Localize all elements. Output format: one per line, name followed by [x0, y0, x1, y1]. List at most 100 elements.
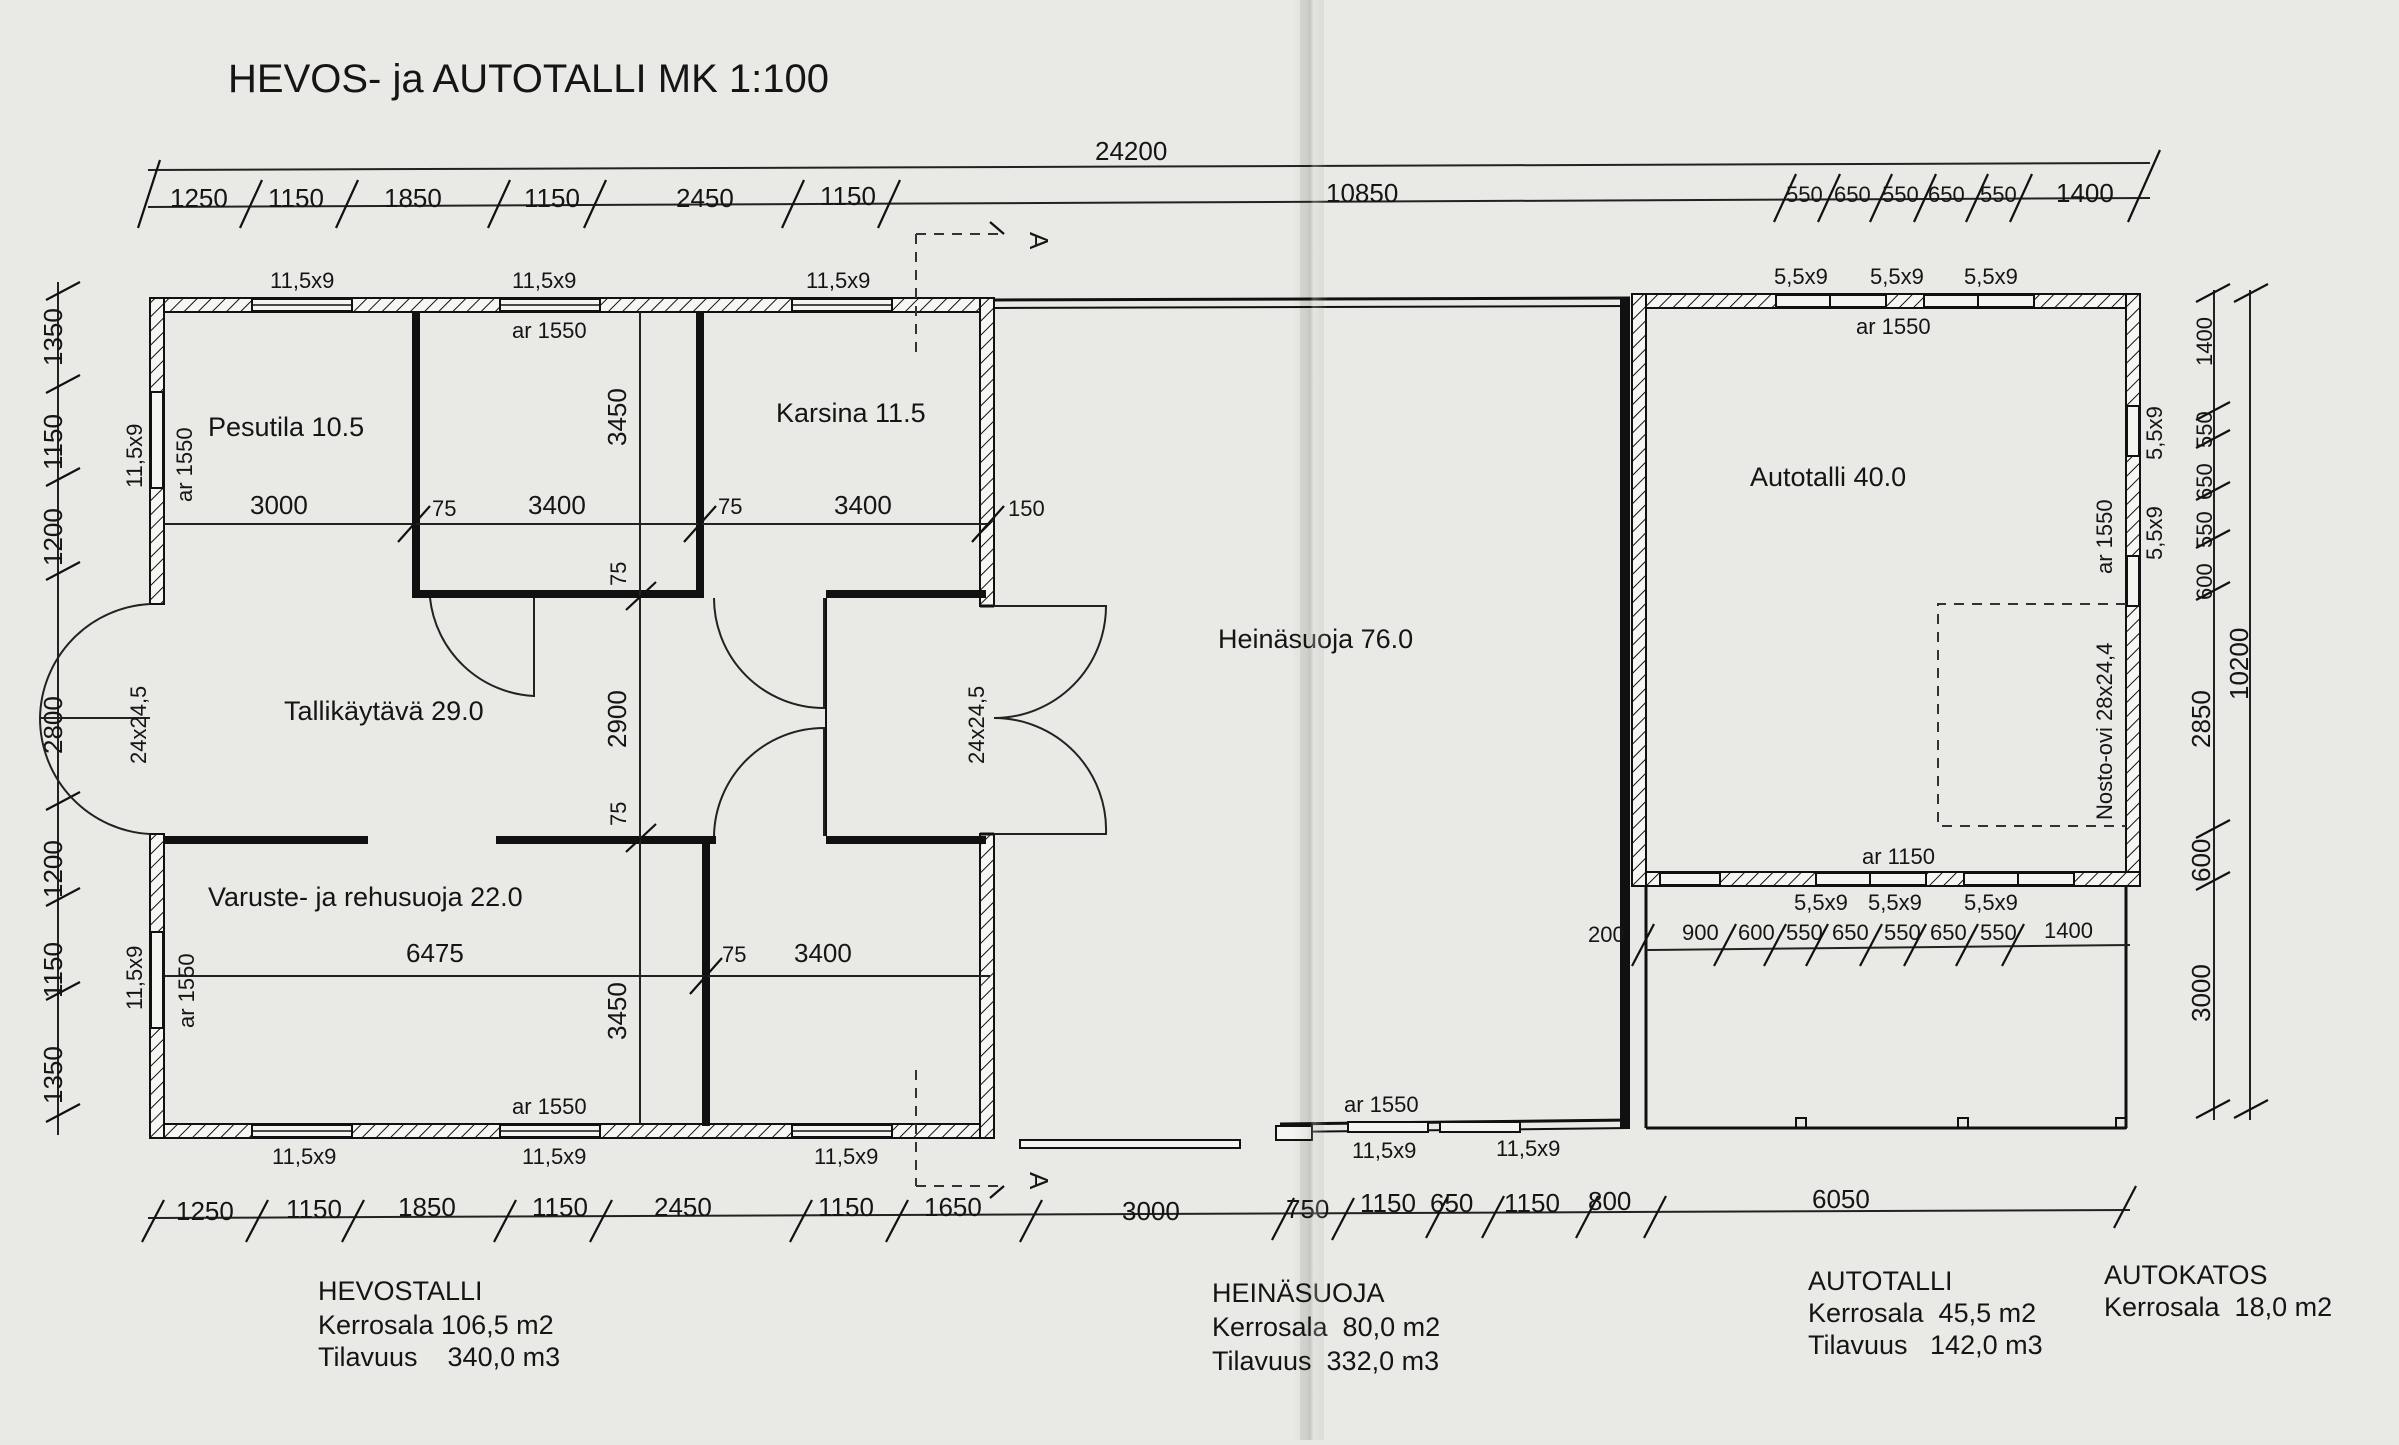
- window-label-bot-1: 11,5x9: [272, 1144, 336, 1169]
- dim-bot-7: 1650: [924, 1192, 982, 1222]
- dim-inner-650b: 650: [1930, 920, 1967, 945]
- door-label-left: 24x24,5: [126, 686, 151, 764]
- dim-inner-550c: 550: [1980, 920, 2017, 945]
- window-label-top-3: 11,5x9: [806, 268, 870, 293]
- dim-left-5: 1200: [38, 840, 68, 898]
- dim-inner-3400a: 3400: [528, 490, 586, 520]
- garage-walls: [1631, 293, 2141, 1130]
- dim-inner-3400b: 3400: [834, 490, 892, 520]
- dim-bot-3: 1850: [398, 1192, 456, 1222]
- dim-bot-4: 1150: [532, 1192, 588, 1222]
- dim-inner-2900: 2900: [602, 690, 632, 748]
- dim-total-width: 24200: [1095, 136, 1167, 166]
- door-labels: 24x24,5 24x24,5 Nosto-ovi 28x24,4: [126, 643, 2117, 820]
- ar-label-3: ar 1550: [174, 953, 199, 1028]
- summary-autokatos-area: Kerrosala 18,0 m2: [2104, 1292, 2332, 1322]
- dim-inner-6475: 6475: [406, 938, 464, 968]
- dim-bot-12: 1150: [1504, 1188, 1560, 1218]
- dim-bot-1: 1250: [176, 1196, 234, 1226]
- dim-inner-3400c: 3400: [794, 938, 852, 968]
- summary-autokatos-name: AUTOKATOS: [2104, 1260, 2268, 1290]
- paper-fold: [1300, 0, 1324, 1440]
- inner-dimensions: 3000 75 3400 75 3400 150 6475 75 3400 34…: [164, 312, 2131, 1124]
- dim-inner-3450b: 3450: [602, 982, 632, 1040]
- ar-labels: ar 1550 ar 1550 ar 1550 ar 1550 ar 1550 …: [172, 314, 2117, 1119]
- dim-inner-75a: 75: [432, 496, 456, 521]
- window-label-bot-3: 11,5x9: [814, 1144, 878, 1169]
- window-label-left-1: 11,5x9: [122, 424, 147, 488]
- window-label-bot-2: 11,5x9: [522, 1144, 586, 1169]
- ar-label-5: ar 1550: [1344, 1092, 1419, 1117]
- hay-shelter-walls: [993, 296, 1631, 1149]
- summary-hevostalli-area: Kerrosala 106,5 m2: [318, 1310, 554, 1340]
- dim-top-mid: 10850: [1326, 178, 1398, 208]
- dim-top-6: 1150: [820, 181, 876, 211]
- door-label-right: 24x24,5: [964, 686, 989, 764]
- dim-top-3: 1850: [384, 183, 442, 213]
- dim-inner-3450a: 3450: [602, 388, 632, 446]
- summary-autotalli-volume: Tilavuus 142,0 m3: [1808, 1330, 2043, 1360]
- dim-left-3: 1200: [38, 508, 68, 566]
- dim-inner-3000: 3000: [250, 490, 308, 520]
- summary-autotalli-name: AUTOTALLI: [1808, 1266, 1953, 1296]
- summary-autotalli-area: Kerrosala 45,5 m2: [1808, 1298, 2036, 1328]
- summary-hevostalli-volume: Tilavuus 340,0 m3: [318, 1342, 560, 1372]
- room-labels: Pesutila 10.5 Karsina 11.5 Tallikäytävä …: [208, 398, 1906, 912]
- section-a-top: A: [1024, 232, 1054, 250]
- summary-heinasuoja: HEINÄSUOJA Kerrosala 80,0 m2 Tilavuus 33…: [1212, 1278, 1440, 1376]
- summary-hevostalli: HEVOSTALLI Kerrosala 106,5 m2 Tilavuus 3…: [318, 1276, 560, 1372]
- dim-inner-600: 600: [1738, 920, 1775, 945]
- dim-right-8: 550: [2192, 411, 2217, 448]
- ar-label-4: ar 1550: [512, 1094, 587, 1119]
- dim-bot-2: 1150: [286, 1194, 342, 1224]
- dim-top-5: 2450: [676, 183, 734, 213]
- garage-window-bot-3: 5,5x9: [1964, 890, 2018, 915]
- section-a-bottom: A: [1024, 1172, 1054, 1190]
- dim-top-g4: 650: [1928, 182, 1965, 207]
- bottom-dimensions: 1250 1150 1850 1150 2450 1150 1650 3000 …: [141, 1184, 2137, 1243]
- dim-inner-75b: 75: [718, 494, 742, 519]
- garage-window-top-2: 5,5x9: [1870, 264, 1924, 289]
- window-label-top-2: 11,5x9: [512, 268, 576, 293]
- dim-inner-75e: 75: [722, 942, 746, 967]
- dim-right-5: 2850: [2186, 690, 2216, 748]
- dim-bot-13: 800: [1588, 1186, 1631, 1216]
- garage-window-right-2: 5,5x9: [2142, 506, 2167, 560]
- ar-label-8: ar 1150: [1862, 844, 1935, 869]
- dim-right-1: 1400: [2192, 317, 2217, 366]
- garage-window-top-1: 5,5x9: [1774, 264, 1828, 289]
- window-labels: 11,5x9 11,5x9 11,5x9 11,5x9 11,5x9 11,5x…: [122, 264, 2167, 1169]
- dim-bot-14: 6050: [1812, 1184, 1870, 1214]
- dim-right-2: 550: [2192, 511, 2217, 548]
- dim-bot-9: 750: [1286, 1194, 1329, 1224]
- dim-right-4: 600: [2192, 563, 2217, 600]
- dim-bot-5: 2450: [654, 1192, 712, 1222]
- summary-autotalli: AUTOTALLI Kerrosala 45,5 m2 Tilavuus 142…: [1808, 1266, 2043, 1360]
- dim-left-6: 1150: [38, 942, 68, 998]
- window-label-bot-4: 11,5x9: [1352, 1138, 1416, 1163]
- dim-right-6: 600: [2186, 839, 2216, 882]
- dim-top-1: 1250: [170, 183, 228, 213]
- dim-top-g2: 650: [1834, 182, 1871, 207]
- dim-left-1: 1350: [38, 308, 68, 366]
- room-autotalli: Autotalli 40.0: [1750, 462, 1906, 492]
- dim-inner-75d: 75: [606, 802, 631, 826]
- dim-inner-900: 900: [1682, 920, 1719, 945]
- ar-label-2: ar 1550: [172, 427, 197, 502]
- room-pesutila: Pesutila 10.5: [208, 412, 364, 442]
- room-tallikaytava: Tallikäytävä 29.0: [284, 696, 484, 726]
- dim-inner-150: 150: [1008, 496, 1045, 521]
- garage-window-bot-1: 5,5x9: [1794, 890, 1848, 915]
- window-label-bot-5: 11,5x9: [1496, 1136, 1560, 1161]
- dim-inner-200: 200: [1588, 922, 1625, 947]
- paper-fold-shadow: [1292, 0, 1328, 1440]
- garage-door-label: Nosto-ovi 28x24,4: [2092, 643, 2117, 820]
- dim-inner-75c: 75: [606, 562, 631, 586]
- dim-inner-550b: 550: [1884, 920, 1921, 945]
- room-karsina: Karsina 11.5: [776, 398, 926, 428]
- dim-bot-8: 3000: [1122, 1196, 1180, 1226]
- dim-inner-650a: 650: [1832, 920, 1869, 945]
- window-label-top-1: 11,5x9: [270, 268, 334, 293]
